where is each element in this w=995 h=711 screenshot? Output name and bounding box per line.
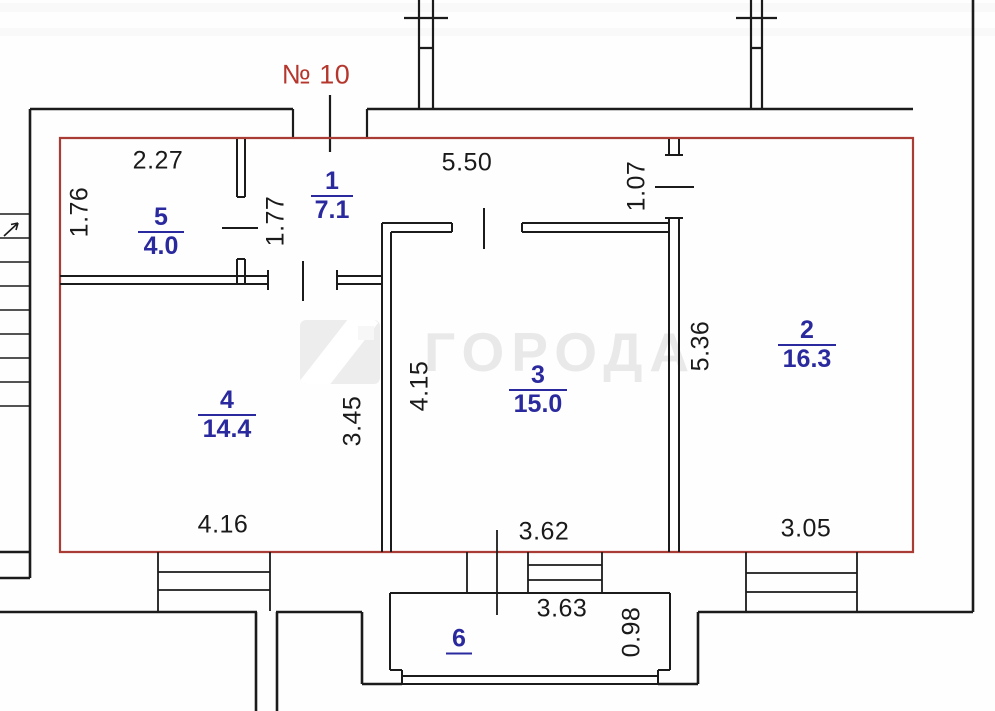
room-2-area: 16.3 <box>782 345 832 373</box>
watermark: ГОРОДА <box>300 320 696 384</box>
scan-artifact-band <box>0 3 995 12</box>
room-3-area: 15.0 <box>513 390 563 418</box>
dim-room4-inner-height: 3.45 <box>338 395 367 447</box>
neighbor-walls <box>291 0 777 152</box>
watermark-text: ГОРОДА <box>424 321 697 383</box>
stair-direction-arrow <box>3 222 19 237</box>
outer-walls <box>0 0 975 711</box>
room-1-number: 1 <box>311 168 353 197</box>
room-3-number: 3 <box>509 362 567 391</box>
scan-artifact-band <box>0 28 995 36</box>
dim-balcony-depth: 0.98 <box>617 606 646 658</box>
dim-room3-inner-height: 4.15 <box>405 360 434 412</box>
dim-room2-height: 5.36 <box>686 320 715 372</box>
windows <box>157 530 858 615</box>
interior-walls <box>60 139 694 552</box>
dim-room4-width: 4.16 <box>197 510 249 539</box>
dim-balcony-width: 3.63 <box>536 594 588 623</box>
watermark-logo-icon <box>300 320 380 384</box>
dim-hall-top-width: 5.50 <box>441 148 493 177</box>
room-1-area: 7.1 <box>314 196 350 224</box>
room-5-number: 5 <box>138 204 184 233</box>
dim-room2-door-height: 1.07 <box>622 160 651 212</box>
unit-number-title: № 10 <box>281 59 351 90</box>
room-label-1: 1 7.1 <box>311 168 353 224</box>
room-label-4: 4 14.4 <box>198 387 256 443</box>
room-label-3: 3 15.0 <box>509 362 567 418</box>
dim-hall-height: 1.77 <box>261 195 290 247</box>
room-5-area: 4.0 <box>143 232 179 260</box>
room-6-number: 6 <box>446 625 472 655</box>
room-4-number: 4 <box>198 387 256 416</box>
balcony-outline <box>389 592 671 685</box>
room-4-area: 14.4 <box>202 415 252 443</box>
room-label-2: 2 16.3 <box>778 317 836 373</box>
staircase <box>0 213 30 407</box>
dim-room5-width: 2.27 <box>132 146 184 175</box>
room-2-number: 2 <box>778 317 836 346</box>
dim-room3-width: 3.62 <box>518 517 570 546</box>
dim-room2-width: 3.05 <box>780 514 832 543</box>
dim-room5-height: 1.76 <box>65 186 94 238</box>
room-label-5: 5 4.0 <box>138 204 184 260</box>
room-label-6: 6 <box>446 625 472 655</box>
apartment-boundary <box>58 136 915 554</box>
